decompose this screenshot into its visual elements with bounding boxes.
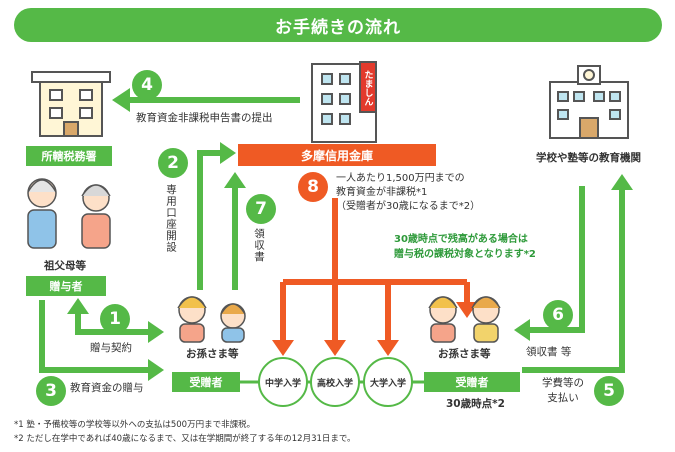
step-2-badge: 2 [158,148,188,178]
grandchildren-left-illustration [177,296,246,343]
step-3-label: 教育資金の贈与 [70,382,144,394]
bank-sign: たましん [362,70,373,106]
school-building [549,65,629,139]
stage-junior-high: 中学入学 [258,357,308,407]
bank-note-line-3: （受贈者が30歳になるまで*2） [336,201,481,212]
recipient-left-label: 受贈者 [172,372,240,392]
bank-note-line-2: 教育資金が非課税*1 [336,187,428,198]
arrow-3 [39,300,150,373]
footnote-2: *2 ただし在学中であれば40歳になるまで、又は在学期間が終了する年の12月31… [14,434,356,444]
recipient-right-label: 受贈者 [424,372,520,392]
arrow-1 [75,312,150,335]
arrow-4-head [112,88,130,112]
bank-label: 多摩信用金庫 [238,144,436,166]
step-7-badge: 7 [246,194,276,224]
step-5-label-text: 学費等の支払い [542,377,584,404]
grandparents-illustration [27,178,111,249]
grandchildren-right-illustration [428,296,501,343]
warning-note: 30歳時点で残高がある場合は 贈与税の課税対象となります*2 [394,232,536,262]
stage-university: 大学入学 [363,357,413,407]
step-6-label: 領収書 等 [526,346,572,358]
step-8-badge: 8 [298,172,328,202]
tax-office-building [31,71,111,137]
warning-line-2: 贈与税の課税対象となります*2 [394,249,536,260]
step-4-label: 教育資金非課税申告書の提出 [136,112,273,124]
warning-line-1: 30歳時点で残高がある場合は [394,234,528,245]
step-1-label: 贈与契約 [90,342,132,354]
arrow-7-head [224,172,246,188]
arrow-5 [522,188,625,373]
school-label: 学校や塾等の教育機関 [536,152,641,164]
page-title: お手続きの流れ [275,17,401,38]
arrow-1-head-up [67,298,89,314]
arrow-1-head-right [148,321,164,343]
step-2-label: 専用口座開設 [165,184,177,253]
stage-high-school: 高校入学 [310,357,360,407]
grandchild-left-label: お孫さま等 [186,348,239,360]
arrow-3-head [148,359,164,381]
step-5-label: 学費等の支払い [538,376,588,406]
arrow-2 [197,150,222,290]
arrow-6-head [514,319,530,341]
arrow-2-head [220,142,236,164]
bank-note: 一人あたり1,500万円までの 教育資金が非課税*1 （受贈者が30歳になるまで… [336,172,480,214]
step-4-badge: 4 [132,70,162,100]
step-5-badge: 5 [594,376,624,406]
step-3-badge: 3 [36,376,66,406]
bank-building [311,61,377,143]
age30-label: 30歳時点*2 [446,398,505,410]
bank-note-line-1: 一人あたり1,500万円までの [336,173,465,184]
grandparents-label: 祖父母等 [44,260,86,272]
donor-label: 贈与者 [26,276,106,296]
step-6-badge: 6 [543,300,573,330]
payout-tree [280,198,470,342]
footnote-1: *1 塾・予備校等の学校等以外への支払は500万円まで非課税。 [14,420,256,430]
step-7-label: 領収書 [253,228,265,263]
tax-office-label: 所轄税務署 [26,146,112,166]
arrow-6 [528,186,585,333]
step-1-badge: 1 [100,304,130,334]
grandchild-right-label: お孫さま等 [438,348,491,360]
arrow-5-head [611,174,633,190]
title-banner: お手続きの流れ [14,8,662,42]
